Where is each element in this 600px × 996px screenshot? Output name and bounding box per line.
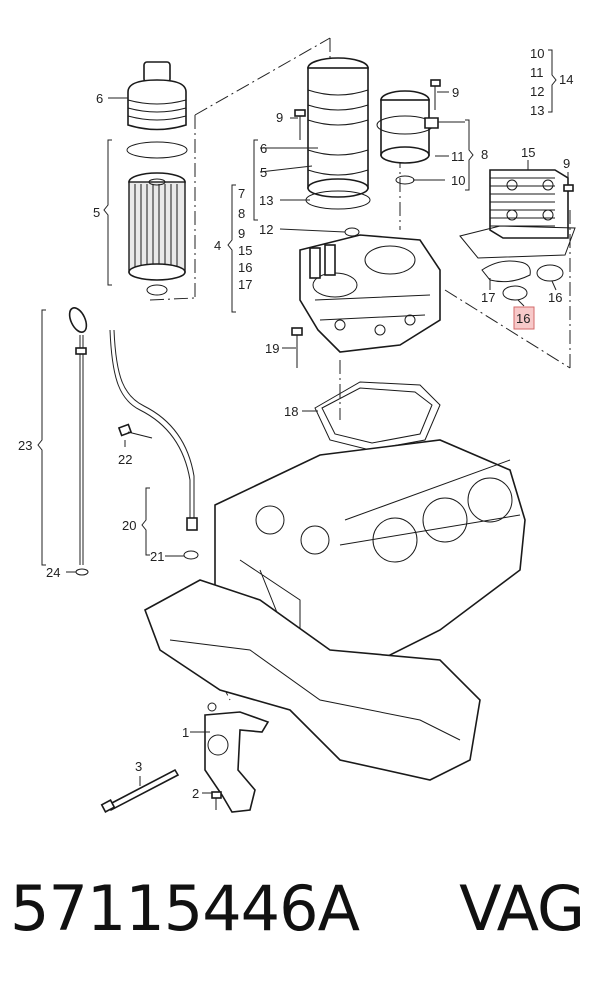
bolt-9-left bbox=[294, 109, 306, 140]
callout-9-cooler-bolt: 9 bbox=[563, 156, 570, 171]
callout-11-canister: 11 bbox=[451, 149, 465, 164]
canister-o-ring bbox=[395, 175, 415, 185]
callout-12-group: 12 bbox=[530, 84, 544, 99]
callout-4: 4 bbox=[214, 238, 221, 253]
callout-22: 22 bbox=[118, 452, 132, 467]
callout-3: 3 bbox=[135, 759, 142, 774]
callout-9-group: 9 bbox=[238, 226, 245, 241]
oil-separator-canister bbox=[376, 90, 439, 164]
callout-5-housing: 5 bbox=[260, 165, 267, 180]
callout-8-canister: 8 bbox=[481, 147, 488, 162]
filter-o-ring bbox=[146, 284, 168, 296]
callout-18: 18 bbox=[284, 404, 298, 419]
callout-14: 14 bbox=[559, 72, 573, 87]
part-caption: 57115446A VAG bbox=[0, 872, 600, 982]
bolt-2 bbox=[211, 791, 222, 810]
callout-1: 1 bbox=[182, 725, 189, 740]
callout-13-housing: 13 bbox=[259, 193, 273, 208]
callout-2: 2 bbox=[192, 786, 199, 801]
oil-pump bbox=[204, 702, 270, 813]
bolt-19 bbox=[291, 327, 303, 368]
callout-9-bolt-left: 9 bbox=[276, 110, 283, 125]
bolt-top-right bbox=[430, 79, 441, 110]
bracket-gasket-inner bbox=[321, 387, 433, 444]
leader-lines bbox=[66, 91, 569, 794]
callout-5-filter-element: 5 bbox=[93, 205, 100, 220]
callout-17-group: 17 bbox=[238, 277, 252, 292]
callout-6-filter-cap: 6 bbox=[96, 91, 103, 106]
grouping-brackets bbox=[37, 49, 557, 566]
oil-filter-cap bbox=[127, 61, 187, 131]
highlight-box-16 bbox=[513, 306, 535, 330]
callout-24: 24 bbox=[46, 565, 60, 580]
drive-shaft-3 bbox=[100, 768, 180, 813]
callout-12-seal: 12 bbox=[259, 222, 273, 237]
oil-cooler bbox=[459, 169, 576, 259]
callout-21: 21 bbox=[150, 549, 164, 564]
callout-11-group: 11 bbox=[530, 65, 544, 80]
cooler-gasket bbox=[481, 260, 531, 283]
bracket-gasket bbox=[314, 381, 441, 451]
callout-19: 19 bbox=[265, 341, 279, 356]
assembly-guide-lines bbox=[149, 37, 571, 701]
callout-16-seal: 16 bbox=[548, 290, 562, 305]
callout-16-group: 16 bbox=[238, 260, 252, 275]
oil-pan bbox=[144, 579, 481, 781]
callout-17-gasket: 17 bbox=[481, 290, 495, 305]
callout-8-group: 8 bbox=[238, 206, 245, 221]
oil-filter-bracket bbox=[299, 234, 441, 353]
cooler-seal-right bbox=[536, 264, 564, 282]
bolt-22 bbox=[117, 423, 153, 439]
callout-15-cooler: 15 bbox=[521, 145, 535, 160]
tube-o-ring-21 bbox=[183, 550, 199, 560]
callout-10-group: 10 bbox=[530, 46, 544, 61]
brand-name: VAG bbox=[459, 872, 585, 945]
part-number: 57115446A bbox=[10, 872, 360, 945]
dipstick bbox=[68, 307, 88, 565]
seal-12 bbox=[344, 227, 360, 237]
callout-9-bolt-top: 9 bbox=[452, 85, 459, 100]
exploded-parts-diagram: 6 5 6 5 13 12 9 7 8 9 15 16 17 4 9 11 10… bbox=[18, 37, 576, 813]
callout-13-group: 13 bbox=[530, 103, 544, 118]
dipstick-guide-tube bbox=[109, 329, 198, 531]
callout-16-highlighted: 16 bbox=[516, 311, 530, 326]
callout-labels: 6 5 6 5 13 12 9 7 8 9 15 16 17 4 9 11 10… bbox=[18, 46, 573, 801]
callout-23: 23 bbox=[18, 438, 32, 453]
callout-6-housing: 6 bbox=[260, 141, 267, 156]
cooler-seal-center bbox=[502, 285, 528, 301]
callout-10-o-ring: 10 bbox=[451, 173, 465, 188]
callout-15-group: 15 bbox=[238, 243, 252, 258]
callout-7: 7 bbox=[238, 186, 245, 201]
filter-cap-seal-ring bbox=[126, 141, 188, 159]
dipstick-seal-24 bbox=[75, 568, 89, 576]
oil-filter-housing bbox=[305, 57, 371, 210]
callout-20: 20 bbox=[122, 518, 136, 533]
oil-filter-element bbox=[128, 172, 186, 281]
